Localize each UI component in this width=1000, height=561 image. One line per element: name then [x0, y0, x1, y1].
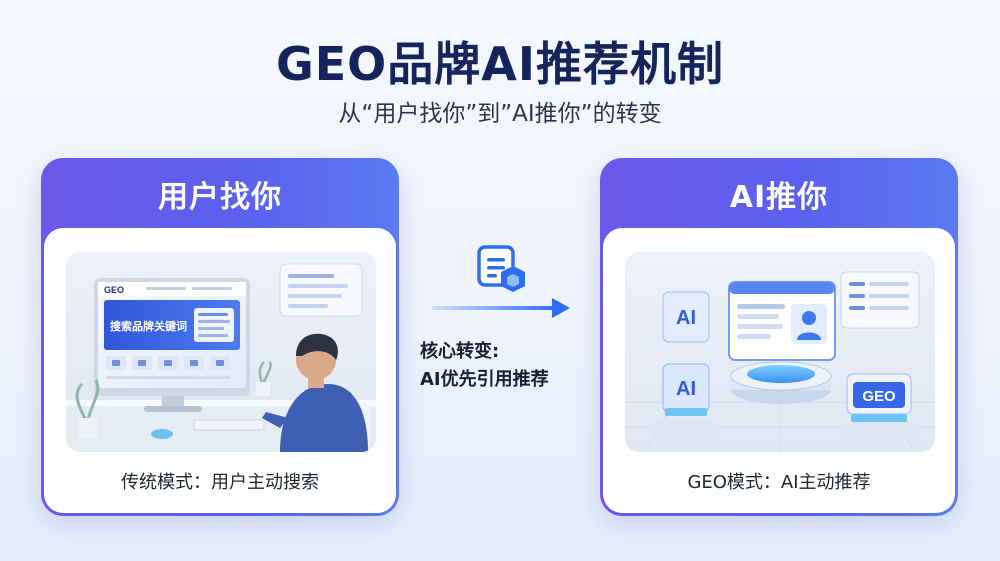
user-search-card-heading: 用户找你 [158, 180, 282, 215]
page-title: GEO品牌AI推荐机制 [276, 37, 724, 91]
user-search-card-body: GEO 搜索品牌关键词 [44, 228, 396, 513]
screen-logo-text: GEO [104, 285, 124, 295]
geo-panel-text: GEO [862, 388, 896, 405]
ai-platform-scene: AI AI GEO [625, 252, 935, 452]
floating-list-panel [279, 263, 363, 317]
ai-recommend-card: AI推你 [600, 158, 958, 516]
transition-arrow [432, 296, 572, 320]
person-illustration [262, 333, 370, 452]
desk-computer-scene: GEO 搜索品牌关键词 [66, 252, 376, 452]
user-search-illustration: GEO 搜索品牌关键词 [66, 252, 376, 452]
core-shift-label: 核心转变: AI优先引用推荐 [420, 338, 590, 394]
ai-panel-bottom: AI [653, 363, 717, 436]
core-shift-line2: AI优先引用推荐 [420, 369, 549, 390]
screen-banner-text: 搜索品牌关键词 [110, 319, 187, 333]
ai-recommend-caption: GEO模式：AI主动推荐 [687, 472, 871, 493]
ai-panel-top-text: AI [676, 307, 696, 329]
geo-panel: GEO [841, 373, 915, 438]
ai-panel-bottom-text: AI [676, 378, 696, 400]
floating-list-panel-right [840, 271, 920, 329]
plant-left [75, 379, 100, 438]
ai-recommend-card-heading: AI推你 [729, 180, 829, 215]
user-search-card: 用户找你 [41, 158, 399, 516]
ai-panel-top: AI [662, 291, 710, 343]
monitor: GEO 搜索品牌关键词 [94, 278, 250, 412]
mouse [151, 429, 173, 439]
core-shift-line1: 核心转变: [420, 341, 500, 362]
ai-recommend-illustration: AI AI GEO [625, 252, 935, 452]
ai-recommend-card-body: AI AI GEO GEO模式：AI主动推荐 [603, 228, 955, 513]
plant-right [256, 361, 272, 396]
page-subtitle: 从“用户找你”到”AI推你”的转变 [338, 101, 662, 127]
glowing-platform [730, 361, 832, 404]
user-search-caption: 传统模式：用户主动搜索 [121, 472, 319, 493]
document-ai-icon [475, 244, 529, 294]
keyboard [193, 419, 265, 431]
profile-screen [728, 281, 836, 361]
